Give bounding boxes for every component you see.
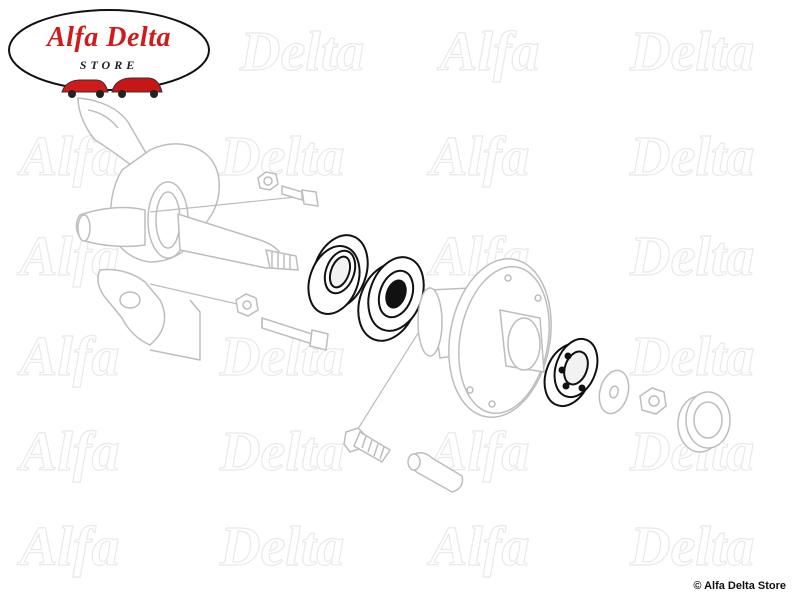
- wheel-nut: [407, 452, 464, 493]
- watermark-word: Delta: [239, 21, 364, 83]
- upper-bolt: [281, 184, 319, 207]
- inner-bearing: [357, 256, 425, 342]
- logo-cars-icon: [61, 77, 163, 98]
- wheel-hub: [417, 257, 552, 419]
- copyright-notice: © Alfa Delta Store: [693, 580, 786, 592]
- wheel-stud: [343, 427, 392, 463]
- watermark-word: Delta: [629, 126, 754, 188]
- watermark-word: Delta: [629, 516, 754, 578]
- hub-cap: [677, 391, 731, 453]
- castle-nut: [639, 387, 667, 415]
- logo-badge: [8, 9, 210, 98]
- outer-bearing: [543, 337, 599, 407]
- watermark-word: Alfa: [17, 326, 120, 388]
- watermark-word: Alfa: [427, 126, 530, 188]
- steering-knuckle: [75, 97, 299, 361]
- upper-nut: [257, 171, 279, 191]
- assembly-guide-lines: [149, 195, 421, 433]
- watermark-word: Delta: [219, 126, 344, 188]
- watermark-word: Delta: [219, 516, 344, 578]
- watermark-word: Delta: [629, 226, 754, 288]
- logo-tagline: STORE: [79, 58, 139, 72]
- oil-seal: [307, 234, 369, 315]
- watermark-word: Alfa: [17, 516, 120, 578]
- watermark-word: Delta: [629, 326, 754, 388]
- store-logo[interactable]: Alfa Delta STORE: [6, 6, 212, 104]
- watermark-word: Alfa: [437, 21, 540, 83]
- lower-nut: [235, 293, 259, 317]
- watermark-word: Alfa: [17, 421, 120, 483]
- watermark-word: Alfa: [427, 516, 530, 578]
- logo-brand-name: Alfa Delta: [47, 22, 171, 53]
- thrust-washer: [598, 369, 630, 415]
- watermark-word: Delta: [219, 421, 344, 483]
- lower-bolt: [261, 316, 329, 351]
- watermark-word: Delta: [629, 21, 754, 83]
